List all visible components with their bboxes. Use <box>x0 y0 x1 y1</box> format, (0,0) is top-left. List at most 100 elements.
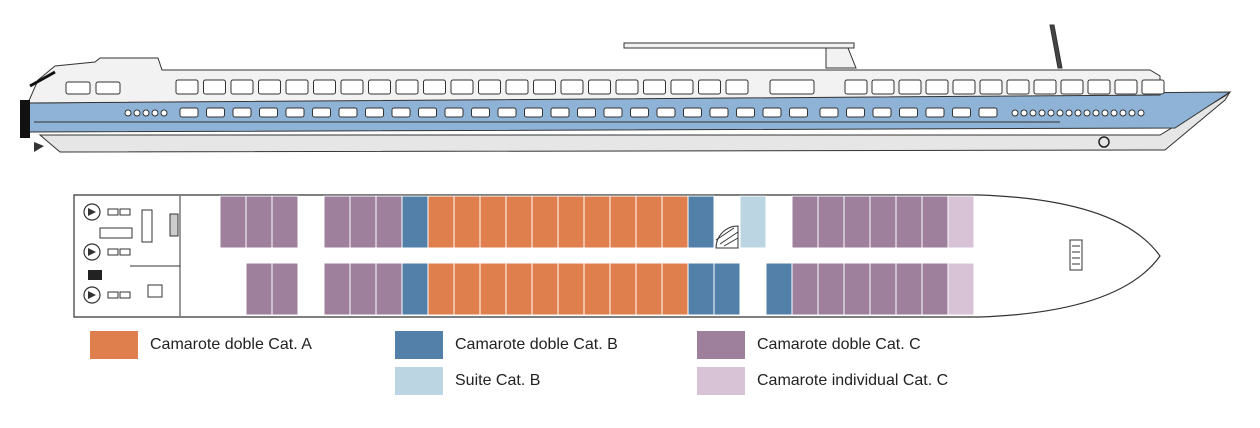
lower-window <box>550 107 570 118</box>
deck-cabins <box>219 195 975 316</box>
legend-item-cat-b: Camarote doble Cat. B <box>395 331 618 359</box>
engine-part <box>107 248 119 256</box>
upper-window <box>285 79 309 95</box>
porthole <box>1020 109 1028 117</box>
legend-swatch-cat-c <box>697 331 745 359</box>
legend-swatch-cat-b <box>395 331 443 359</box>
lower-window <box>497 107 517 118</box>
upper-window <box>533 79 556 95</box>
cabin-top-cat_a <box>453 195 481 249</box>
cabin-top-cat_a <box>557 195 585 249</box>
lower-window <box>603 107 623 118</box>
legend-label-single-c: Camarote individual Cat. C <box>757 372 949 389</box>
upper-window <box>643 79 666 95</box>
porthole <box>1119 109 1127 117</box>
cabin-bottom-cat_c <box>245 262 273 316</box>
lower-window <box>259 107 278 118</box>
lower-window <box>471 107 490 118</box>
cabin-bottom-cat_b <box>713 262 741 316</box>
porthole <box>1101 109 1109 117</box>
porthole <box>142 109 150 117</box>
porthole <box>1074 109 1082 117</box>
cabin-bottom-cat_c <box>869 262 897 316</box>
legend-label-cat-b: Camarote doble Cat. B <box>455 336 618 353</box>
engine-arrow-icon <box>88 291 96 299</box>
porthole <box>1056 109 1064 117</box>
cabin-bottom-cat_a <box>427 262 455 316</box>
lower-window <box>577 107 596 118</box>
upper-window <box>1141 79 1165 95</box>
cabin-top-cat_c <box>791 195 819 249</box>
porthole <box>124 109 132 117</box>
lower-window <box>630 107 649 118</box>
upper-window <box>615 79 639 95</box>
lower-window <box>925 107 945 118</box>
upper-window <box>395 79 419 95</box>
engine-arrow-icon <box>88 248 96 256</box>
cabin-bottom-cat_b <box>401 262 429 316</box>
upper-window <box>979 79 1003 95</box>
stairs <box>715 225 739 249</box>
lower-window <box>656 107 676 118</box>
lower-window <box>846 107 865 118</box>
cabin-bottom-cat_a <box>479 262 507 316</box>
cabin-bottom-cat_a <box>609 262 637 316</box>
upper-window <box>203 79 226 95</box>
cabin-bottom-cat_c <box>791 262 819 316</box>
engine-part <box>107 291 119 299</box>
upper-window <box>175 79 199 95</box>
cabin-bottom-cat_a <box>557 262 585 316</box>
cabin-bottom-cat_c <box>323 262 351 316</box>
anchor-icon <box>1098 136 1110 148</box>
cabin-top-cat_a <box>583 195 611 249</box>
porthole <box>160 109 168 117</box>
lower-window <box>524 107 543 118</box>
cabin-top-cat_c <box>349 195 377 249</box>
legend-item-single-c: Camarote individual Cat. C <box>697 367 948 395</box>
porthole <box>1047 109 1055 117</box>
porthole <box>1137 109 1145 117</box>
cabin-top-cat_c <box>323 195 351 249</box>
side-windows <box>65 79 1165 118</box>
cabin-bottom-cat_a <box>531 262 559 316</box>
cabin-top-cat_c <box>245 195 273 249</box>
upper-window <box>368 79 391 95</box>
legend-swatch-cat-a <box>90 331 138 359</box>
upper-window <box>423 79 446 95</box>
cabin-top-cat_a <box>427 195 455 249</box>
upper-window <box>230 79 254 95</box>
upper-window <box>1006 79 1030 95</box>
upper-window <box>505 79 529 95</box>
upper-window <box>65 81 91 95</box>
cabin-top-cat_a <box>505 195 533 249</box>
stern-line <box>29 70 56 88</box>
legend-label-suite-b: Suite Cat. B <box>455 372 541 389</box>
engine-arrow-icon <box>88 208 96 216</box>
upper-window <box>1087 79 1111 95</box>
stern-edge <box>20 100 30 138</box>
cabin-top-cat_b <box>401 195 429 249</box>
porthole <box>1065 109 1073 117</box>
lower-window <box>444 107 464 118</box>
porthole <box>1038 109 1046 117</box>
lower-window <box>365 107 384 118</box>
lower-window <box>709 107 729 118</box>
lower-window <box>206 107 225 118</box>
upper-window <box>340 79 364 95</box>
upper-window <box>560 79 584 95</box>
cabin-top-cat_a <box>479 195 507 249</box>
cabin-top-cat_a <box>635 195 663 249</box>
cabin-top-cat_c <box>271 195 299 249</box>
upper-window <box>871 79 895 95</box>
upper-window <box>588 79 611 95</box>
engine-room <box>83 196 181 316</box>
porthole <box>1083 109 1091 117</box>
upper-window <box>95 81 121 95</box>
cabin-bottom-single_c <box>947 262 975 316</box>
upper-window <box>1114 79 1138 95</box>
upper-window <box>769 79 815 95</box>
cabin-bottom-cat_b <box>765 262 793 316</box>
cabin-bottom-cat_a <box>505 262 533 316</box>
sun-deck-canopy <box>623 42 855 49</box>
cabin-top-cat_c <box>895 195 923 249</box>
